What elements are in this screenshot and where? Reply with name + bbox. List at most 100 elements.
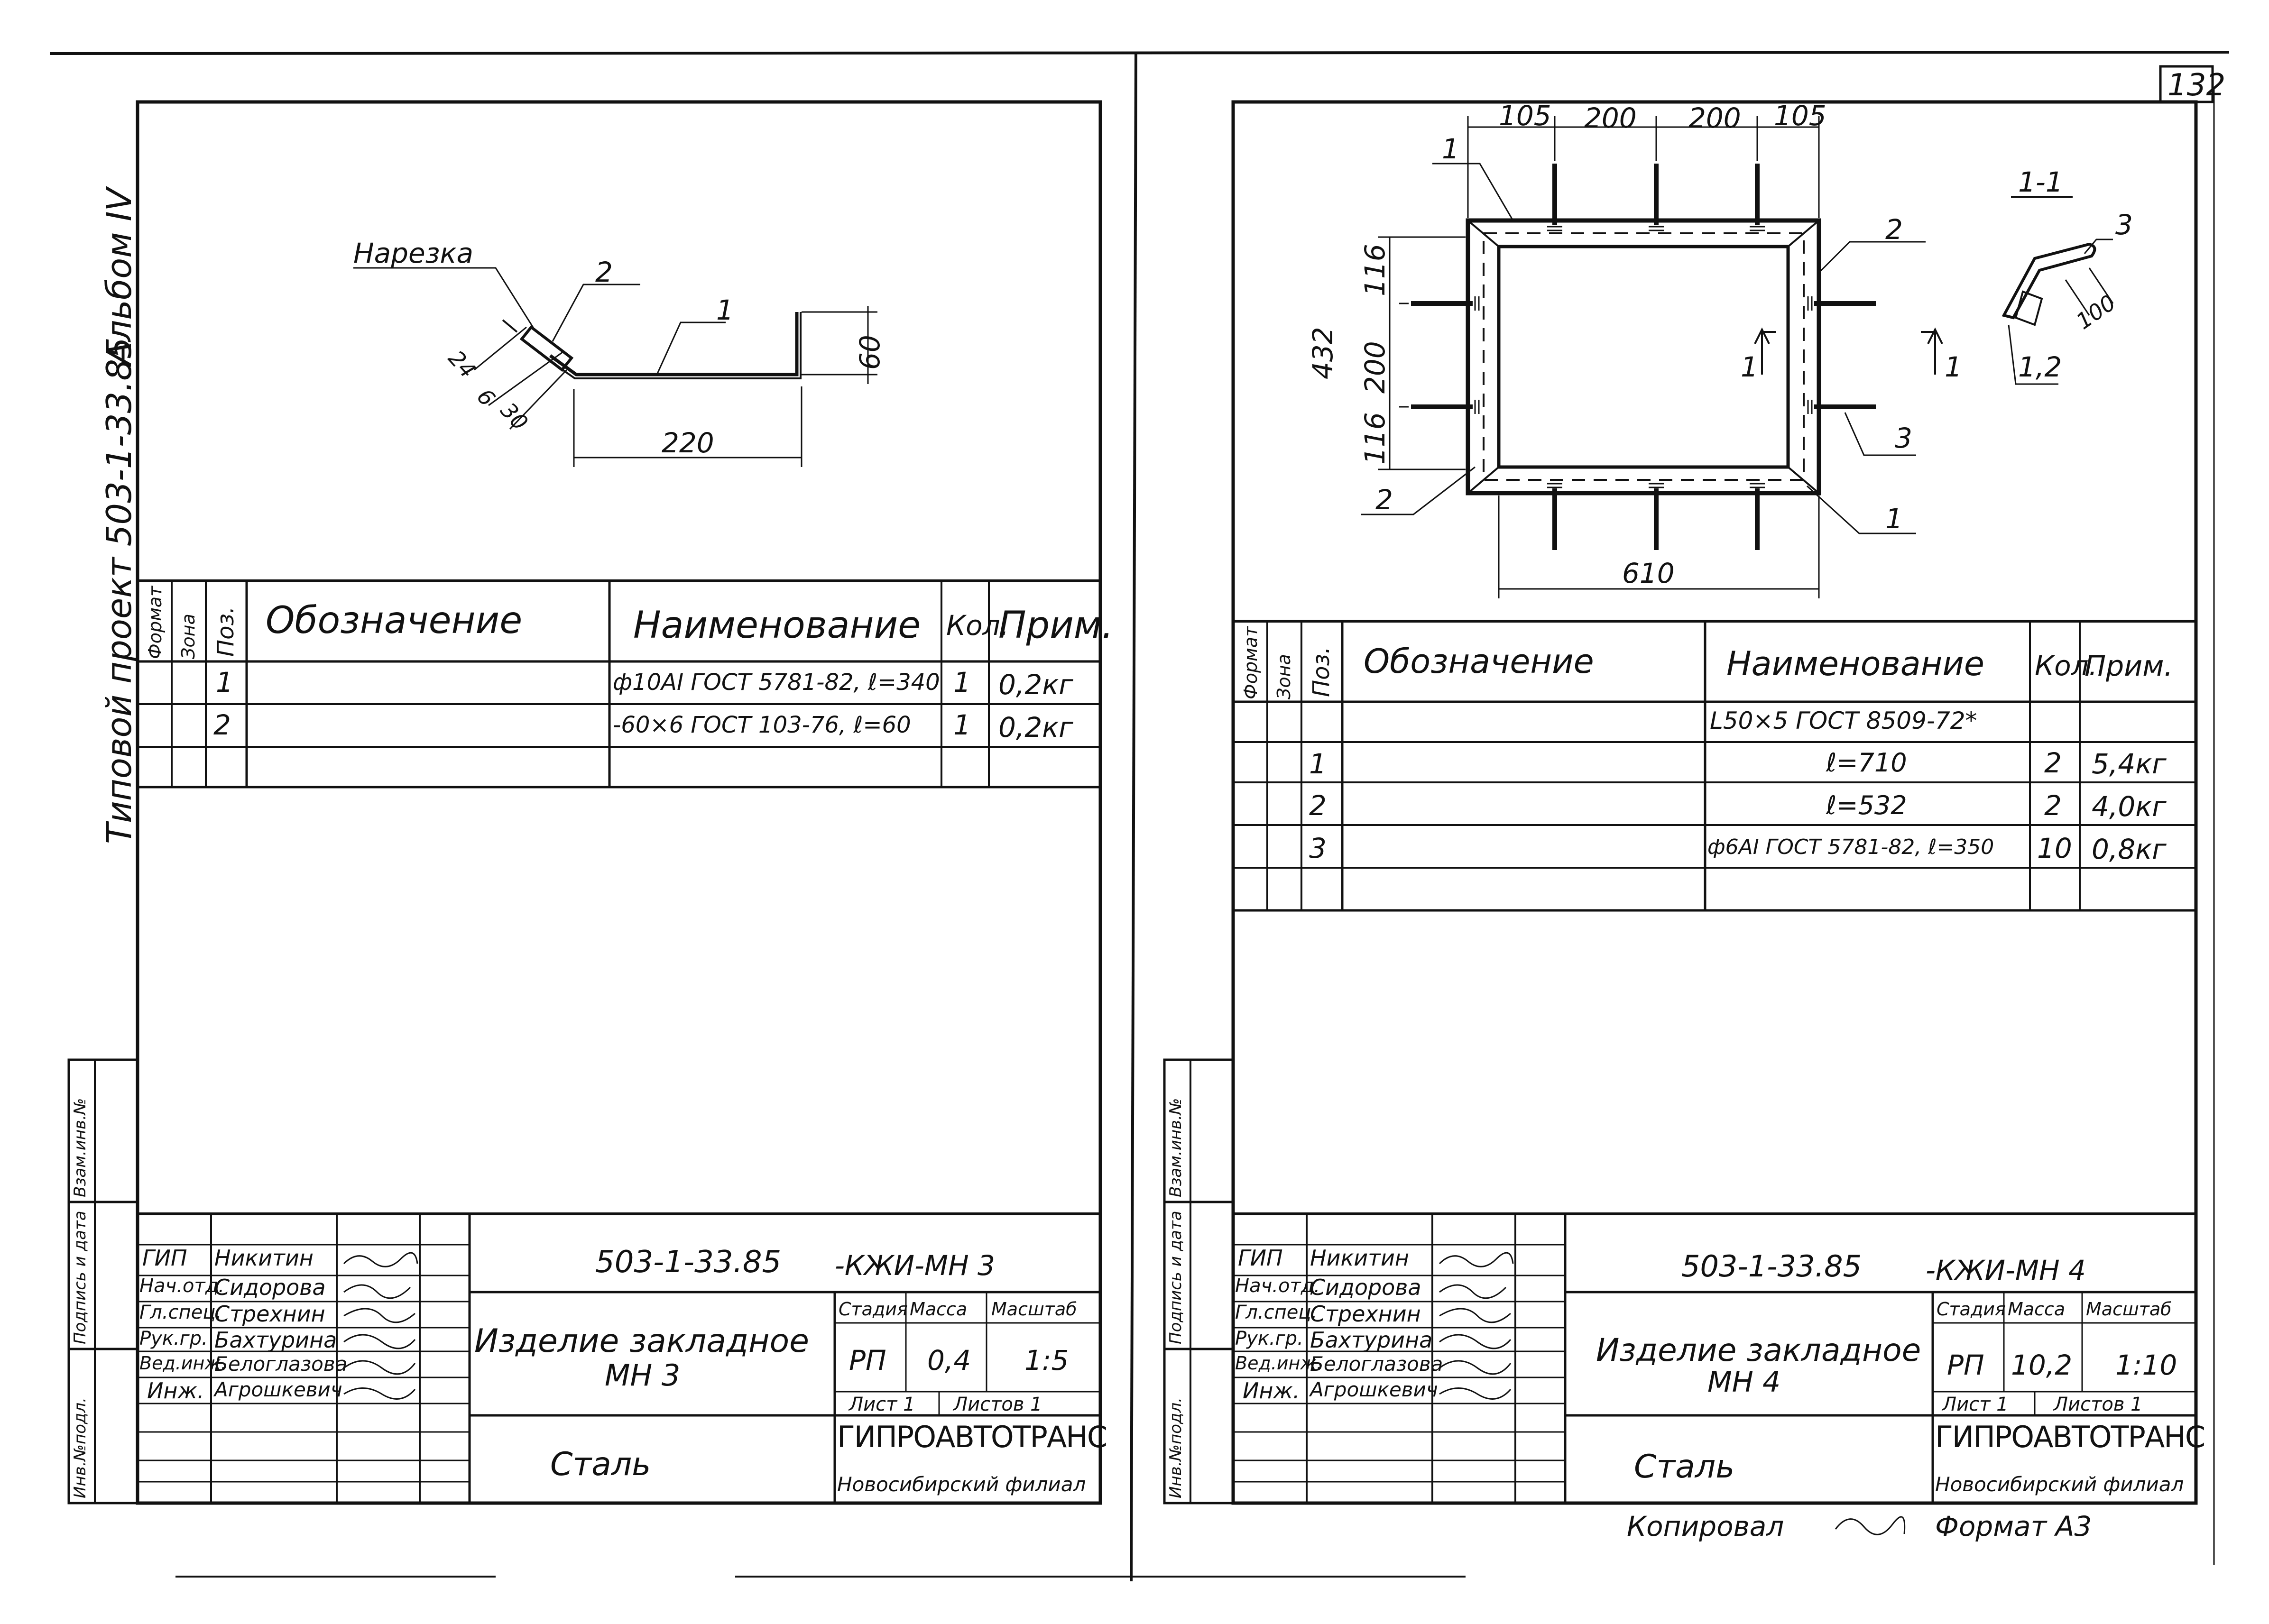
staff-name: Сидорова [1310, 1275, 1421, 1300]
spec-header-qty: Кол. [2035, 650, 2098, 682]
spec-row-qty: 1 [953, 709, 971, 741]
staff-name: Агрошкевич [1310, 1378, 1438, 1401]
section-pos-3: 3 [2115, 209, 2133, 241]
spec-header-zone: Зона [1273, 654, 1294, 699]
staff-name: Стрехнин [214, 1301, 325, 1327]
spec-header-note: Прим. [2085, 650, 2173, 683]
doc-code: 503-1-33.85 [595, 1245, 782, 1280]
spec-header-pos: Поз. [212, 606, 239, 657]
doc-title: Изделие закладное [1596, 1332, 1921, 1368]
sheets-total: Листов 1 [2054, 1394, 2143, 1415]
stage-value: РП [1947, 1349, 1984, 1381]
staff-role: Нач.отд. [139, 1275, 225, 1297]
spec-row-note: 0,8кг [2092, 833, 2167, 865]
spec-row-pos: 1 [216, 666, 233, 698]
staff-name: Белоглазова [214, 1352, 348, 1376]
spec-header-designation: Обозначение [1364, 642, 1594, 681]
dim-left: 116 [1359, 412, 1391, 465]
project-title: Типовой проект 503-1-33.85 [99, 337, 139, 844]
dim-overall-width: 610 [1622, 557, 1675, 589]
copied-by: Копировал [1627, 1510, 1784, 1542]
spec-header-designation: Обозначение [266, 599, 523, 642]
organization-branch: Новосибирский филиал [1935, 1473, 2184, 1496]
doc-title-mark: МН 3 [605, 1358, 681, 1393]
section-mark: 1 [1741, 351, 1758, 383]
dim-left: 200 [1359, 341, 1391, 394]
dim-top: 200 [1584, 102, 1637, 134]
staff-role: Инж. [147, 1378, 204, 1404]
signature-marks [1439, 1252, 1514, 1400]
staff-name: Стрехнин [1310, 1301, 1421, 1327]
staff-role: Вед.инж. [1235, 1353, 1322, 1374]
dim-60: 60 [854, 335, 886, 370]
section-title: 1-1 [2018, 166, 2063, 198]
spec-row-name: L50×5 ГОСТ 8509-72* [1710, 707, 1977, 734]
spec-header-zone: Зона [178, 614, 199, 659]
callout-pos-2: 2 [1375, 484, 1393, 516]
spec-row-qty: 2 [2044, 789, 2062, 822]
spec-header-format: Формат [1240, 626, 1261, 699]
scale-header: Масштаб [2086, 1299, 2172, 1320]
spec-row-qty: 2 [2044, 747, 2062, 779]
staff-name: Агрошкевич [214, 1378, 342, 1401]
stage-header: Стадия [1937, 1299, 2006, 1320]
stamp-signature-date: Подпись и дата [71, 1211, 90, 1344]
mass-value: 0,4 [927, 1344, 971, 1376]
callout-pos-2: 2 [595, 256, 613, 288]
spec-row-note: 0,2кг [998, 669, 1073, 701]
spec-row-pos: 2 [213, 709, 231, 741]
callout-pos-3: 3 [1895, 422, 1912, 454]
material: Сталь [1634, 1448, 1735, 1486]
callout-pos-1: 1 [1442, 133, 1459, 165]
spec-header-qty: Кол. [946, 609, 1009, 642]
stamp-vzam-inv-right: Взам.инв.№ [1166, 1098, 1185, 1197]
doc-code-suffix: -КЖИ-МН 4 [1926, 1254, 2086, 1286]
staff-name: Сидорова [214, 1275, 326, 1300]
spec-row-name: ℓ=532 [1826, 790, 1907, 820]
stamp-inv-podl: Инв.№подл. [71, 1397, 90, 1498]
spec-row-pos: 3 [1309, 832, 1327, 864]
staff-name: Белоглазова [1310, 1352, 1443, 1376]
doc-code-suffix: -КЖИ-МН 3 [835, 1249, 995, 1282]
signature-marks [343, 1252, 418, 1400]
mass-value: 10,2 [2011, 1349, 2073, 1381]
sheet-format: Формат А3 [1935, 1510, 2092, 1542]
spec-row-name: -60×6 ГОСТ 103-76, ℓ=60 [613, 712, 911, 738]
callout-pos-2: 2 [1885, 213, 1903, 246]
spec-row-qty: 1 [953, 666, 971, 698]
staff-name: Бахтурина [214, 1327, 337, 1353]
staff-role: Инж. [1243, 1378, 1300, 1404]
spec-row-pos: 1 [1309, 748, 1327, 780]
sheets-total: Листов 1 [953, 1394, 1042, 1415]
spec-row-note: 4,0кг [2092, 790, 2167, 823]
spec-header-name: Наименование [633, 604, 921, 647]
mass-header: Масса [910, 1299, 968, 1320]
dim-220: 220 [662, 427, 714, 459]
spec-row-pos: 2 [1309, 789, 1327, 822]
spec-header-format: Формат [145, 586, 166, 659]
mass-header: Масса [2008, 1299, 2066, 1320]
section-mark: 1 [1945, 351, 1962, 383]
staff-name: Никитин [1310, 1245, 1409, 1271]
stage-header: Стадия [839, 1299, 908, 1320]
spec-row-name: ф10АI ГОСТ 5781-82, ℓ=340 [613, 669, 940, 696]
scale-value: 1:5 [1024, 1344, 1069, 1376]
staff-role: ГИП [1238, 1245, 1283, 1271]
spec-row-note: 5,4кг [2092, 748, 2167, 780]
callout-pos-1: 1 [716, 294, 734, 326]
staff-role: Нач.отд. [1235, 1275, 1320, 1297]
spec-row-name: ℓ=710 [1826, 748, 1907, 778]
staff-role: Вед.инж. [139, 1353, 227, 1374]
staff-role: Гл.спец. [139, 1302, 222, 1323]
doc-title: Изделие закладное [474, 1322, 809, 1360]
stamp-signature-date-right: Подпись и дата [1166, 1211, 1185, 1344]
spec-header-name: Наименование [1726, 644, 1984, 683]
doc-code: 503-1-33.85 [1681, 1249, 1862, 1284]
stage-value: РП [849, 1344, 886, 1376]
staff-role: ГИП [142, 1245, 187, 1271]
scale-header: Масштаб [991, 1299, 1077, 1320]
stamp-vzam-inv: Взам.инв.№ [71, 1098, 90, 1197]
spec-row-name: ф6АI ГОСТ 5781-82, ℓ=350 [1707, 835, 1994, 859]
